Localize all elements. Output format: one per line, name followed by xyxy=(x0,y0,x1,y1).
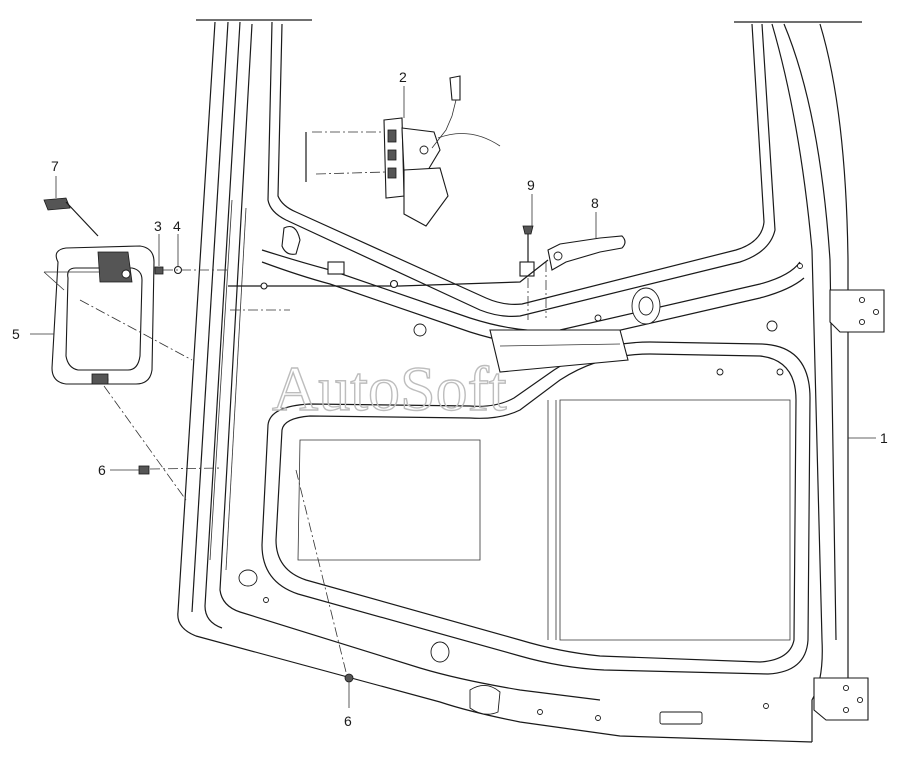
door-panel xyxy=(177,21,849,743)
screw-9-bracket xyxy=(519,261,535,277)
screw-9 xyxy=(519,225,535,277)
leader-lines xyxy=(30,86,876,708)
clip-bracket xyxy=(327,261,345,275)
callout-1: 1 xyxy=(880,430,888,446)
lower-left-boss xyxy=(238,569,258,587)
lock-cylinder xyxy=(43,197,99,237)
lock-rod-knob xyxy=(449,75,461,101)
callout-6-bottom: 6 xyxy=(344,713,352,729)
release-cable xyxy=(228,259,549,287)
outer-handle xyxy=(51,245,155,385)
assembly-lines xyxy=(79,262,547,673)
callout-4: 4 xyxy=(173,218,181,234)
upper-hinge xyxy=(829,289,885,333)
screw-6-left xyxy=(138,465,150,475)
watermark: AutoSoft xyxy=(272,353,507,424)
callout-3: 3 xyxy=(154,218,162,234)
regulator-bracket xyxy=(489,329,629,373)
screw-6-bottom xyxy=(344,673,354,683)
callout-5: 5 xyxy=(12,326,20,342)
callout-6-left: 6 xyxy=(98,462,106,478)
bottom-slot xyxy=(659,711,703,725)
door-lock-assembly xyxy=(305,75,501,227)
inner-handle xyxy=(547,235,626,271)
callout-2: 2 xyxy=(399,69,407,85)
bolt-3 xyxy=(154,266,164,275)
callout-9: 9 xyxy=(527,177,535,193)
drain-pocket xyxy=(430,641,450,663)
lower-pocket xyxy=(469,685,501,715)
callout-8: 8 xyxy=(591,195,599,211)
callout-7: 7 xyxy=(51,158,59,174)
lower-hinge xyxy=(813,677,869,721)
